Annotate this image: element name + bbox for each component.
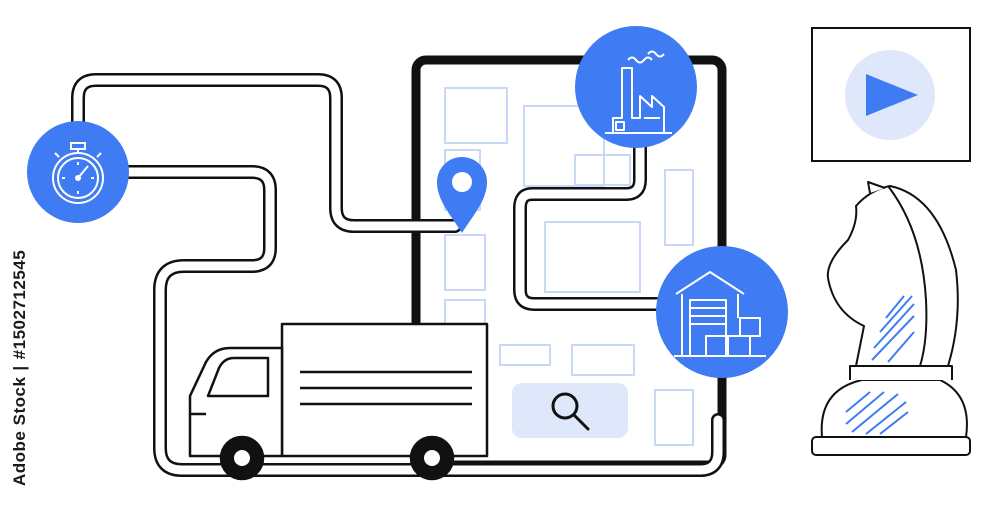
chess-knight-icon [811, 181, 971, 456]
stock-watermark: Adobe Stock | #1502712545 [10, 244, 30, 486]
stock-brand: Adobe Stock [10, 376, 29, 486]
play-icon [866, 74, 918, 116]
stock-id-number: #1502712545 [10, 249, 29, 360]
search-icon [551, 392, 590, 431]
factory-icon [575, 26, 697, 148]
delivery-truck [188, 322, 489, 481]
search-pill [512, 383, 628, 438]
map-pin-icon [437, 157, 487, 233]
warehouse-icon [656, 246, 788, 378]
road-right [513, 113, 675, 311]
road-left [71, 73, 725, 477]
stock-separator: | [10, 365, 29, 371]
route-roads [71, 73, 725, 477]
stopwatch-icon [27, 121, 129, 223]
video-player [811, 27, 971, 162]
